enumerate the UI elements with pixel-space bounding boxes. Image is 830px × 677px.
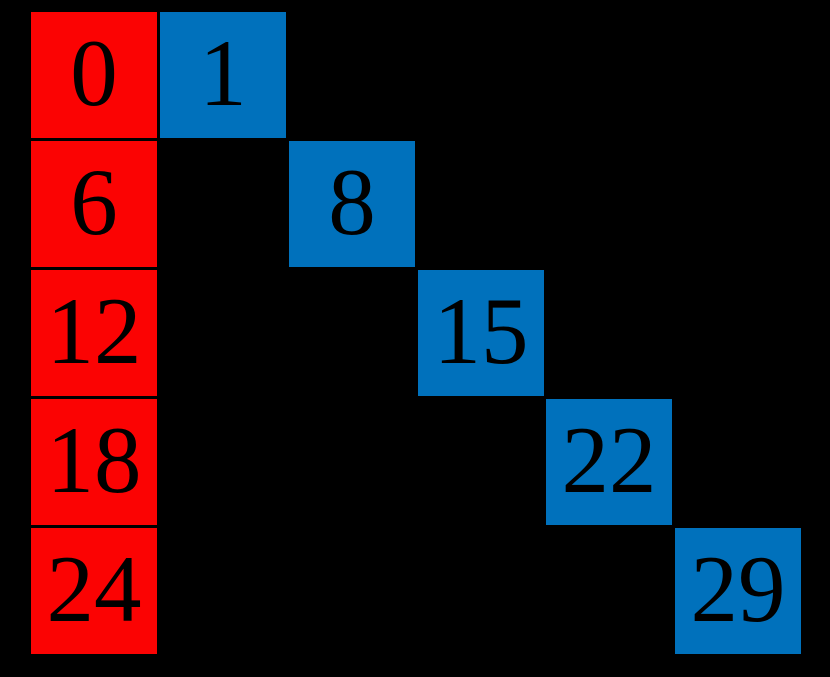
cell-value: 12 <box>46 277 142 384</box>
grid-cell-blue: 29 <box>675 528 801 654</box>
cell-value: 6 <box>70 148 118 255</box>
cell-value: 1 <box>199 19 247 126</box>
grid-cell-red: 12 <box>31 270 157 396</box>
grid-cell-blue: 8 <box>289 141 415 267</box>
cell-value: 15 <box>433 277 529 384</box>
cell-value: 0 <box>70 19 118 126</box>
grid-cell-red: 6 <box>31 141 157 267</box>
grid-cell-red: 18 <box>31 399 157 525</box>
grid-cell-blue: 15 <box>418 270 544 396</box>
cell-value: 8 <box>328 148 376 255</box>
cell-value: 18 <box>46 406 142 513</box>
cell-value: 22 <box>561 406 657 513</box>
cell-value: 29 <box>690 535 786 642</box>
cell-value: 24 <box>46 535 142 642</box>
grid-cell-blue: 1 <box>160 12 286 138</box>
grid-cell-blue: 22 <box>546 399 672 525</box>
grid-cell-red: 0 <box>31 12 157 138</box>
grid-cell-red: 24 <box>31 528 157 654</box>
